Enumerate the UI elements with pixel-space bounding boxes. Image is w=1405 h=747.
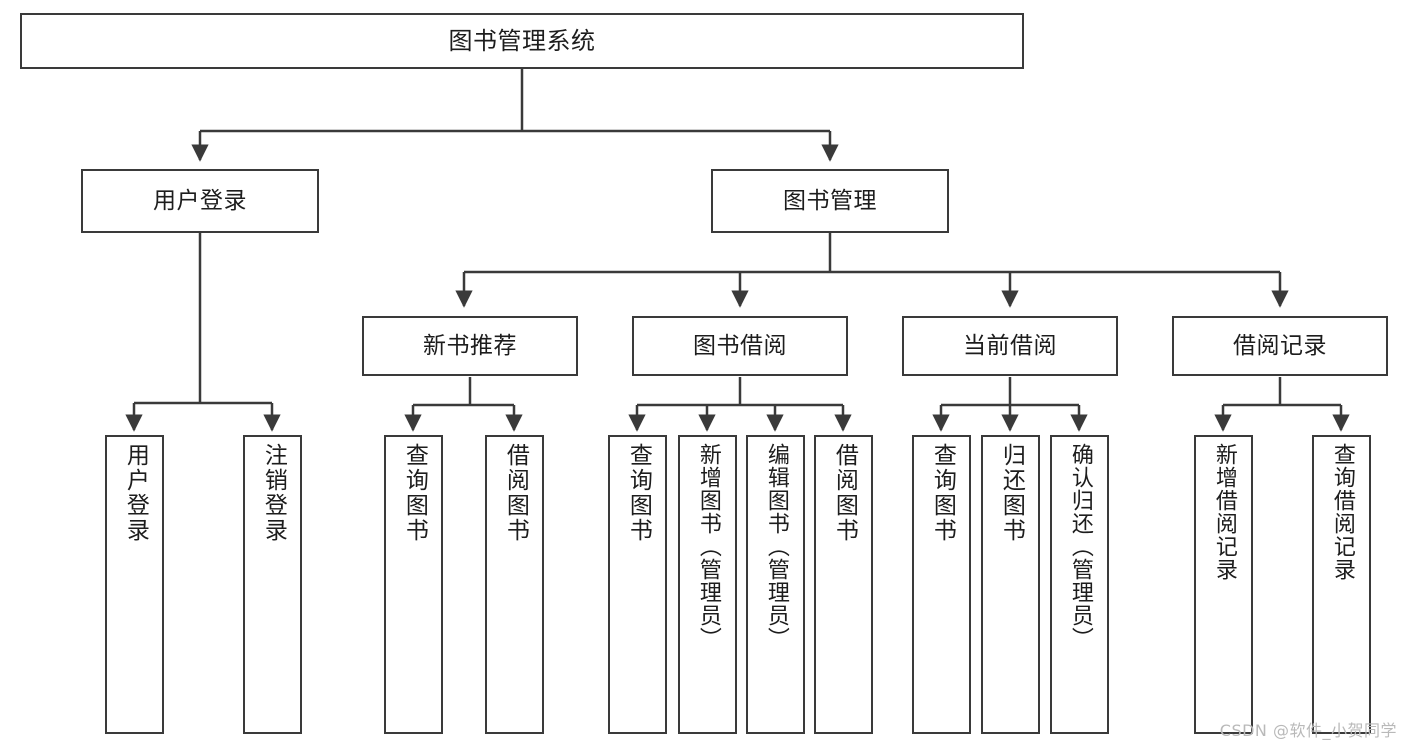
leaf-user-login-login[interactable]: 用户登录 <box>105 435 164 734</box>
node-borrow-record[interactable]: 借阅记录 <box>1172 316 1388 376</box>
leaf-new-book-borrow[interactable]: 借阅图书 <box>485 435 544 734</box>
leaf-borrow-query-book[interactable]: 查询图书 <box>608 435 667 734</box>
node-book-borrow[interactable]: 图书借阅 <box>632 316 848 376</box>
node-label: 借阅图书 <box>831 443 858 543</box>
node-book-management[interactable]: 图书管理 <box>711 169 949 233</box>
watermark-text: CSDN @软件_小贺同学 <box>1219 721 1397 740</box>
node-current-borrow[interactable]: 当前借阅 <box>902 316 1118 376</box>
node-label: 查询图书 <box>929 443 956 543</box>
leaf-current-return-book[interactable]: 归还图书 <box>981 435 1040 734</box>
node-root-system[interactable]: 图书管理系统 <box>20 13 1024 69</box>
leaf-current-query-book[interactable]: 查询图书 <box>912 435 971 734</box>
node-label: 查询图书 <box>625 443 652 543</box>
node-label: 归还图书 <box>998 443 1025 543</box>
leaf-record-query-record[interactable]: 查询借阅记录 <box>1312 435 1371 734</box>
node-label: 图书借阅 <box>693 332 787 359</box>
leaf-borrow-edit-book-admin[interactable]: 编辑图书（管理员） <box>746 435 805 734</box>
node-label: 借阅记录 <box>1233 332 1327 359</box>
node-label: 新增借阅记录 <box>1211 443 1237 581</box>
node-label: 查询图书 <box>401 443 428 543</box>
node-label: 新增图书（管理员） <box>695 443 721 650</box>
node-label: 新书推荐 <box>423 332 517 359</box>
leaf-current-confirm-return-admin[interactable]: 确认归还（管理员） <box>1050 435 1109 734</box>
node-label: 用户登录 <box>122 443 149 543</box>
node-label: 确认归还（管理员） <box>1067 443 1093 650</box>
leaf-new-book-query[interactable]: 查询图书 <box>384 435 443 734</box>
node-label: 借阅图书 <box>502 443 529 543</box>
leaf-user-login-logout[interactable]: 注销登录 <box>243 435 302 734</box>
leaf-borrow-borrow-book[interactable]: 借阅图书 <box>814 435 873 734</box>
node-label: 图书管理 <box>783 187 877 214</box>
leaf-record-add-record[interactable]: 新增借阅记录 <box>1194 435 1253 734</box>
node-label: 当前借阅 <box>963 332 1057 359</box>
node-label: 图书管理系统 <box>448 27 596 55</box>
node-label: 编辑图书（管理员） <box>763 443 789 650</box>
node-label: 查询借阅记录 <box>1329 443 1355 581</box>
node-user-login[interactable]: 用户登录 <box>81 169 319 233</box>
node-new-book-recommend[interactable]: 新书推荐 <box>362 316 578 376</box>
node-label: 注销登录 <box>260 443 287 543</box>
node-label: 用户登录 <box>153 187 247 214</box>
leaf-borrow-add-book-admin[interactable]: 新增图书（管理员） <box>678 435 737 734</box>
